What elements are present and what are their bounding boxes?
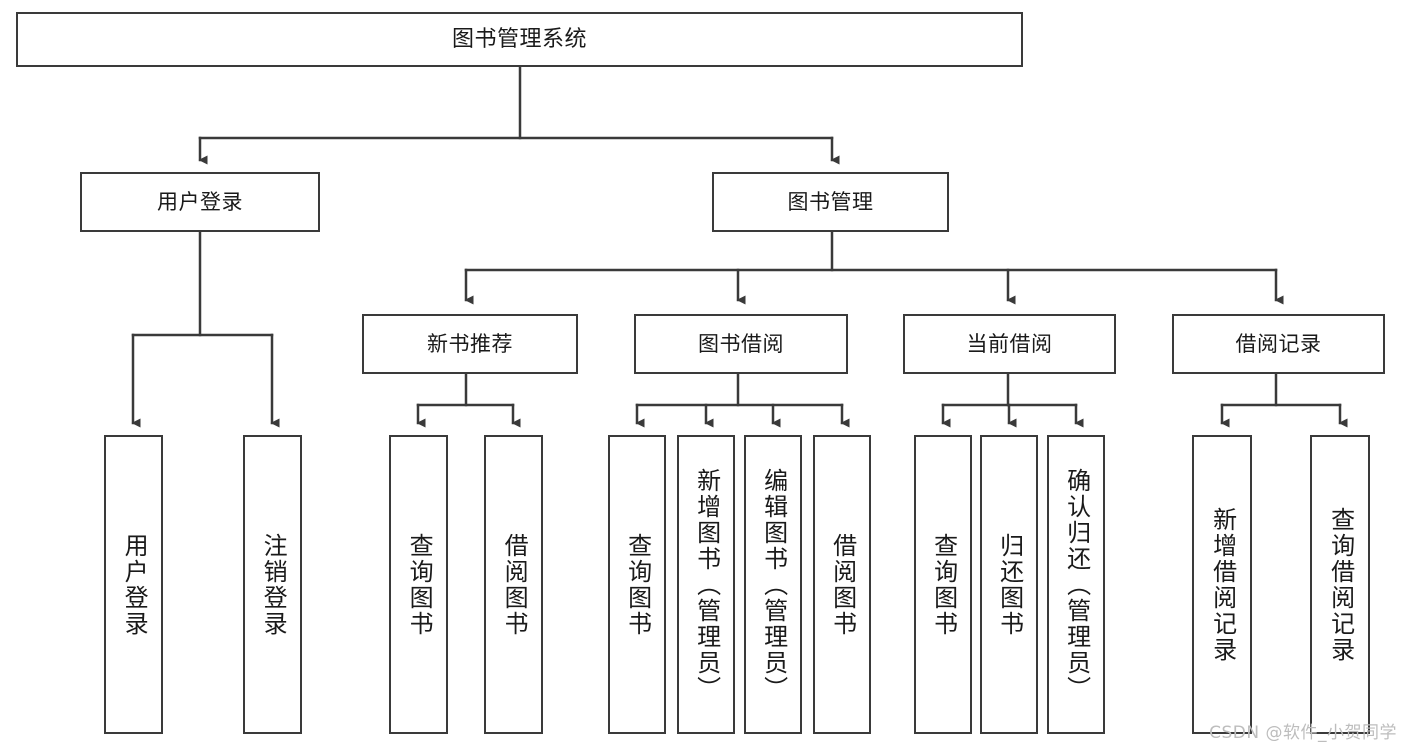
node-leaf-user-login[interactable]: 用户登录 <box>104 435 163 734</box>
node-leaf-add-borrow-record[interactable]: 新增借阅记录 <box>1192 435 1252 734</box>
node-leaf-borrow-books-1[interactable]: 借阅图书 <box>484 435 543 734</box>
node-leaf-add-borrow-record-label: 新增借阅记录 <box>1208 506 1237 663</box>
node-leaf-logout[interactable]: 注销登录 <box>243 435 302 734</box>
node-leaf-query-books-1-label: 查询图书 <box>405 532 434 637</box>
node-leaf-query-borrow-record-label: 查询借阅记录 <box>1326 506 1355 663</box>
node-borrow-records-label: 借阅记录 <box>1235 331 1322 356</box>
node-current-borrow[interactable]: 当前借阅 <box>903 314 1116 374</box>
node-leaf-add-book-admin-label: 新增图书（管理员） <box>692 467 721 702</box>
node-current-borrow-label: 当前借阅 <box>966 331 1053 356</box>
node-leaf-query-books-1[interactable]: 查询图书 <box>389 435 448 734</box>
node-root[interactable]: 图书管理系统 <box>16 12 1023 67</box>
node-leaf-edit-book-admin-label: 编辑图书（管理员） <box>759 467 788 702</box>
node-leaf-add-book-admin[interactable]: 新增图书（管理员） <box>677 435 735 734</box>
node-book-management[interactable]: 图书管理 <box>712 172 949 232</box>
node-leaf-borrow-books-2[interactable]: 借阅图书 <box>813 435 871 734</box>
node-book-borrow[interactable]: 图书借阅 <box>634 314 848 374</box>
node-leaf-return-books-label: 归还图书 <box>995 532 1024 637</box>
node-leaf-borrow-books-2-label: 借阅图书 <box>828 532 857 637</box>
node-leaf-query-books-3[interactable]: 查询图书 <box>914 435 972 734</box>
node-leaf-query-books-3-label: 查询图书 <box>929 532 958 637</box>
watermark-text: CSDN @软件_小贺同学 <box>1209 723 1397 743</box>
node-book-borrow-label: 图书借阅 <box>698 331 784 356</box>
node-user-login-label: 用户登录 <box>157 189 243 214</box>
node-leaf-query-books-2[interactable]: 查询图书 <box>608 435 666 734</box>
node-leaf-query-borrow-record[interactable]: 查询借阅记录 <box>1310 435 1370 734</box>
node-new-book-recommend-label: 新书推荐 <box>427 331 513 356</box>
node-user-login[interactable]: 用户登录 <box>80 172 320 232</box>
node-leaf-user-login-label: 用户登录 <box>120 532 149 637</box>
node-leaf-edit-book-admin[interactable]: 编辑图书（管理员） <box>744 435 802 734</box>
node-leaf-confirm-return-admin-label: 确认归还（管理员） <box>1062 467 1091 702</box>
node-leaf-logout-label: 注销登录 <box>259 532 288 637</box>
node-root-label: 图书管理系统 <box>451 26 587 52</box>
node-leaf-borrow-books-1-label: 借阅图书 <box>500 532 529 637</box>
node-new-book-recommend[interactable]: 新书推荐 <box>362 314 578 374</box>
node-leaf-query-books-2-label: 查询图书 <box>623 532 652 637</box>
node-borrow-records[interactable]: 借阅记录 <box>1172 314 1385 374</box>
node-book-management-label: 图书管理 <box>787 189 874 214</box>
node-leaf-return-books[interactable]: 归还图书 <box>980 435 1038 734</box>
node-leaf-confirm-return-admin[interactable]: 确认归还（管理员） <box>1047 435 1105 734</box>
